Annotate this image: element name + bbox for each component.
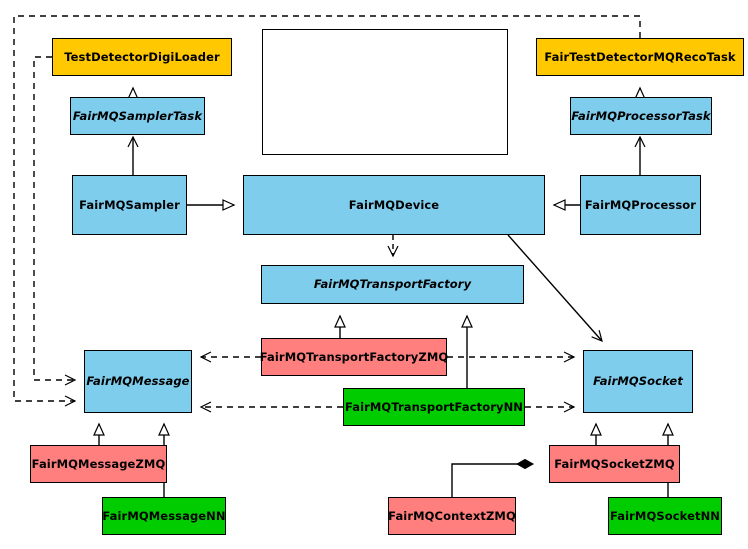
class-node-fairmqsamplertask[interactable]: FairMQSamplerTask — [70, 97, 205, 135]
class-node-fairmqtransportfactory[interactable]: FairMQTransportFactory — [261, 265, 524, 304]
class-node-testdetectordigiloader[interactable]: TestDetectorDigiLoader — [52, 38, 232, 76]
class-node-fairmqtransportfactorynn[interactable]: FairMQTransportFactoryNN — [343, 388, 525, 426]
class-node-fairmqcontextzmq[interactable]: FairMQContextZMQ — [388, 497, 516, 535]
legend-panel — [262, 29, 508, 155]
class-node-fairmqsocketzmq[interactable]: FairMQSocketZMQ — [549, 445, 680, 483]
class-node-fairmqsampler[interactable]: FairMQSampler — [72, 175, 187, 235]
edge-contextzmq-to-socketzmq — [451, 464, 533, 497]
class-node-fairmqsocket[interactable]: FairMQSocket — [583, 350, 693, 413]
class-node-fairmqmessagezmq[interactable]: FairMQMessageZMQ — [30, 445, 167, 483]
class-node-fairmqsocketnn[interactable]: FairMQSocketNN — [608, 497, 722, 535]
class-node-fairmqtransportfactoryzmq[interactable]: FairMQTransportFactoryZMQ — [260, 338, 448, 376]
class-node-fairmqmessage[interactable]: FairMQMessage — [84, 350, 192, 413]
edge-digiloader-to-message — [33, 56, 77, 386]
class-node-fairmqdevice[interactable]: FairMQDevice — [243, 175, 545, 235]
class-node-fairtestdetectormqrecotask[interactable]: FairTestDetectorMQRecoTask — [536, 38, 744, 76]
class-node-fairmqprocessortask[interactable]: FairMQProcessorTask — [570, 97, 712, 135]
class-node-fairmqmessagenn[interactable]: FairMQMessageNN — [102, 497, 226, 535]
class-node-fairmqprocessor[interactable]: FairMQProcessor — [580, 175, 701, 235]
